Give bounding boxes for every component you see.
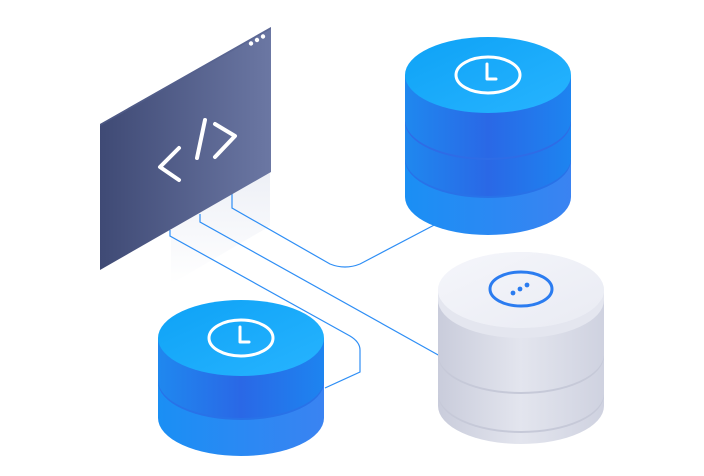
code-brackets-icon <box>158 118 237 182</box>
window-shadow <box>171 171 270 284</box>
connector-to-bottom-left-database <box>169 230 361 389</box>
connector-to-gray-database <box>199 214 441 357</box>
ellipsis-icon <box>488 270 554 308</box>
three-dots-icon <box>248 34 266 46</box>
database-bottom-right-gray <box>438 252 604 444</box>
database-top-blue <box>405 37 571 235</box>
code-window <box>100 27 271 270</box>
clock-icon <box>207 318 275 358</box>
connector-lines <box>169 192 441 389</box>
connector-to-top-database <box>231 192 441 268</box>
database-bottom-left-blue <box>158 300 324 456</box>
clock-icon <box>454 55 522 95</box>
